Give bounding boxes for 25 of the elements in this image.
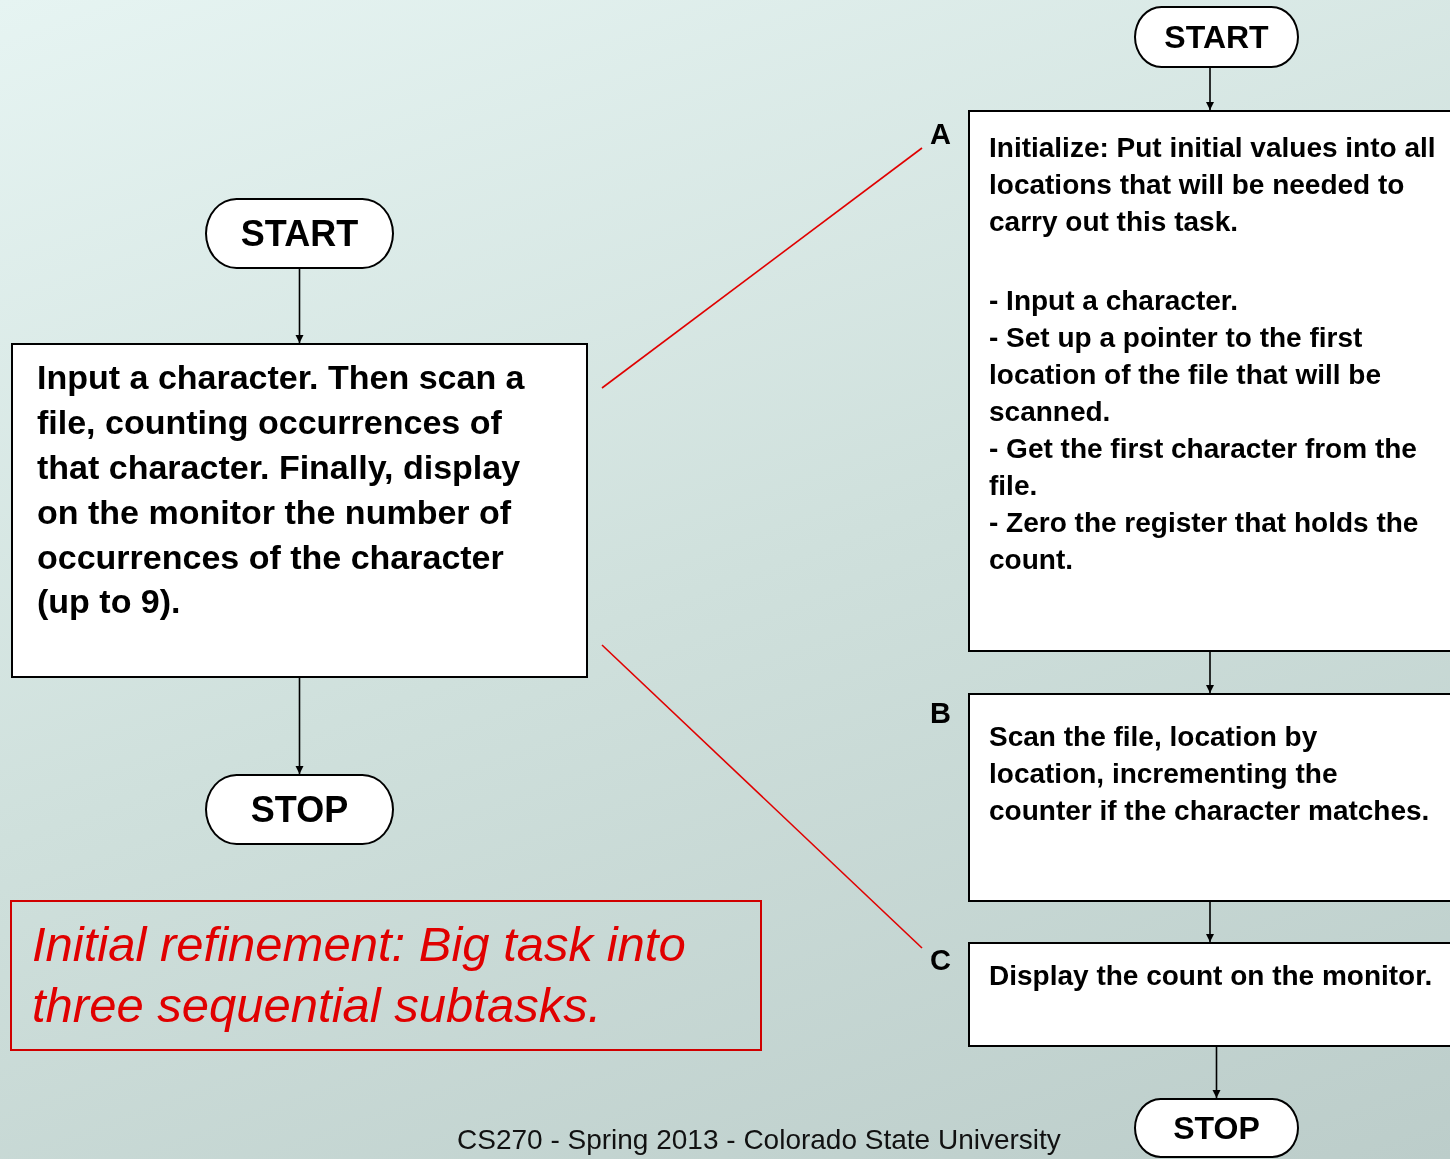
terminator-pill: START: [1134, 6, 1299, 68]
step-item: - Input a character.: [989, 283, 1239, 318]
zoom-line: [601, 644, 923, 949]
step-item: - Get the first character from the file.: [989, 431, 1418, 503]
subtask-letter: B: [930, 697, 951, 730]
zoom-line: [601, 147, 923, 389]
terminator-pill: STOP: [1134, 1098, 1299, 1158]
terminator-pill: STOP: [205, 774, 394, 845]
process-box: Display the count on the monitor.: [968, 942, 1450, 1047]
subtask-letter: C: [930, 944, 951, 977]
step-item: - Zero the register that holds the count.: [989, 505, 1420, 577]
arrow: [295, 677, 304, 775]
arrow: [1212, 1046, 1221, 1099]
step-item: - Set up a pointer to the first location of the file that will be scanned.: [989, 320, 1382, 429]
arrow: [1206, 901, 1214, 943]
note-box: Initial refinement: Big task into three sequential subtasks.: [10, 900, 762, 1051]
subtask-letter: A: [930, 118, 951, 151]
footer-caption: CS270 - Spring 2013 - Colorado State University: [457, 1124, 1061, 1156]
step-heading: Initialize: Put initial values into all locations that will be needed to carry out this task.: [989, 131, 1437, 239]
arrow: [1206, 67, 1214, 111]
process-box: Input a character. Then scan a file, counting occurrences of that character. Finally, display on the monitor the number of occurrences of the character (up to 9).: [11, 343, 588, 678]
process-box: Scan the file, location by location, incrementing the counter if the character matches.: [968, 693, 1450, 902]
arrow: [295, 268, 304, 344]
arrow: [1206, 651, 1214, 694]
terminator-pill: START: [205, 198, 394, 269]
